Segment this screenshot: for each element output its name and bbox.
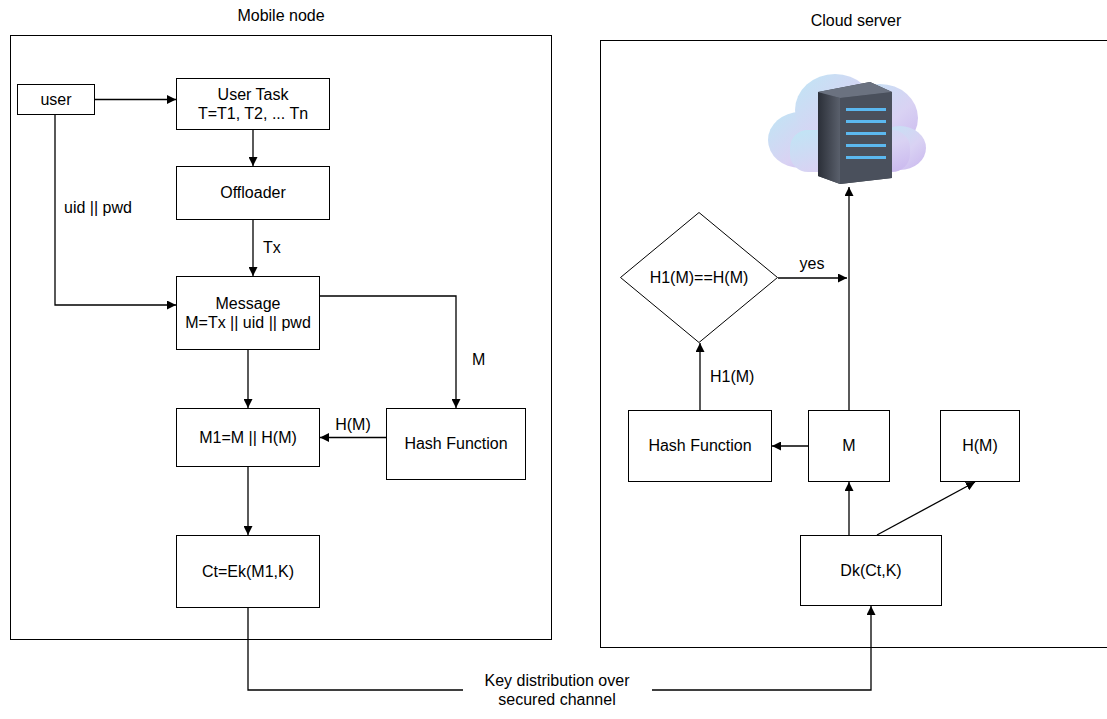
- edge-label: Tx: [261, 238, 283, 257]
- arrow-connector: [772, 445, 808, 446]
- panel-heading: Cloud server: [601, 11, 1107, 30]
- upload-line: [848, 187, 849, 410]
- node-text: Hash Function: [648, 436, 751, 455]
- node-text: Ct=Ek(M1,K): [202, 562, 294, 581]
- yes-line: [778, 277, 847, 278]
- arrow-connector: [877, 482, 975, 535]
- branch-label: yes: [798, 254, 827, 273]
- node-text: user: [40, 90, 71, 109]
- arrow-connector: [247, 467, 248, 535]
- node-text: Dk(Ct,K): [840, 561, 901, 580]
- hash-value-box: H(M): [940, 410, 1020, 482]
- node-text: Message: [216, 294, 281, 313]
- hash-function-box: Hash Function: [628, 410, 772, 482]
- arrow-connector: [252, 130, 253, 166]
- offloader-box: Offloader: [176, 166, 330, 220]
- decision-diamond: H1(M)==H(M): [620, 212, 778, 343]
- cloud-shape: [768, 74, 926, 172]
- arrow-connector: [55, 115, 176, 305]
- user-box: user: [17, 84, 95, 115]
- edge-label: H1(M): [708, 367, 756, 386]
- arrow-connector: [95, 99, 176, 100]
- node-text: User Task: [218, 85, 289, 104]
- hash-function-box: Hash Function: [386, 408, 526, 480]
- node-text: Hash Function: [404, 434, 507, 453]
- node-text: M=Tx || uid || pwd: [185, 313, 311, 332]
- task-box: User TaskT=T1, T2, ... Tn: [176, 78, 330, 130]
- panel-heading: Mobile node: [11, 6, 551, 25]
- arrow-connector: [247, 350, 248, 408]
- message-box: M: [808, 410, 890, 482]
- node-text: M: [842, 436, 855, 455]
- arrow-connector: [252, 220, 253, 276]
- arrow-connector: [699, 343, 700, 410]
- server-tower: [818, 82, 892, 184]
- node-text: Offloader: [220, 183, 286, 202]
- mobile-node-panel: Mobile nodeuserUser TaskT=T1, T2, ... Tn…: [10, 35, 552, 640]
- edge-label: Key distribution over secured channel: [463, 671, 652, 709]
- decryption-box: Dk(Ct,K): [800, 535, 942, 606]
- node-text: M1=M || H(M): [199, 428, 297, 447]
- node-text: T=T1, T2, ... Tn: [198, 104, 308, 123]
- arrow-connector: [320, 296, 456, 408]
- arrow-connector: [848, 482, 849, 535]
- edge-label: uid || pwd: [62, 198, 134, 217]
- edge-label: M: [470, 350, 487, 369]
- message-hash-box: M1=M || H(M): [176, 408, 320, 467]
- message-box: MessageM=Tx || uid || pwd: [176, 276, 320, 350]
- cloud-server-panel: Cloud serverH1(M)==H(M)Hash FunctionMH(M…: [600, 40, 1107, 648]
- node-text: H1(M)==H(M): [650, 268, 749, 287]
- edge-label: H(M): [333, 415, 373, 434]
- ciphertext-box: Ct=Ek(M1,K): [176, 535, 320, 608]
- node-text: H(M): [962, 436, 998, 455]
- arrow-connector: [320, 437, 386, 438]
